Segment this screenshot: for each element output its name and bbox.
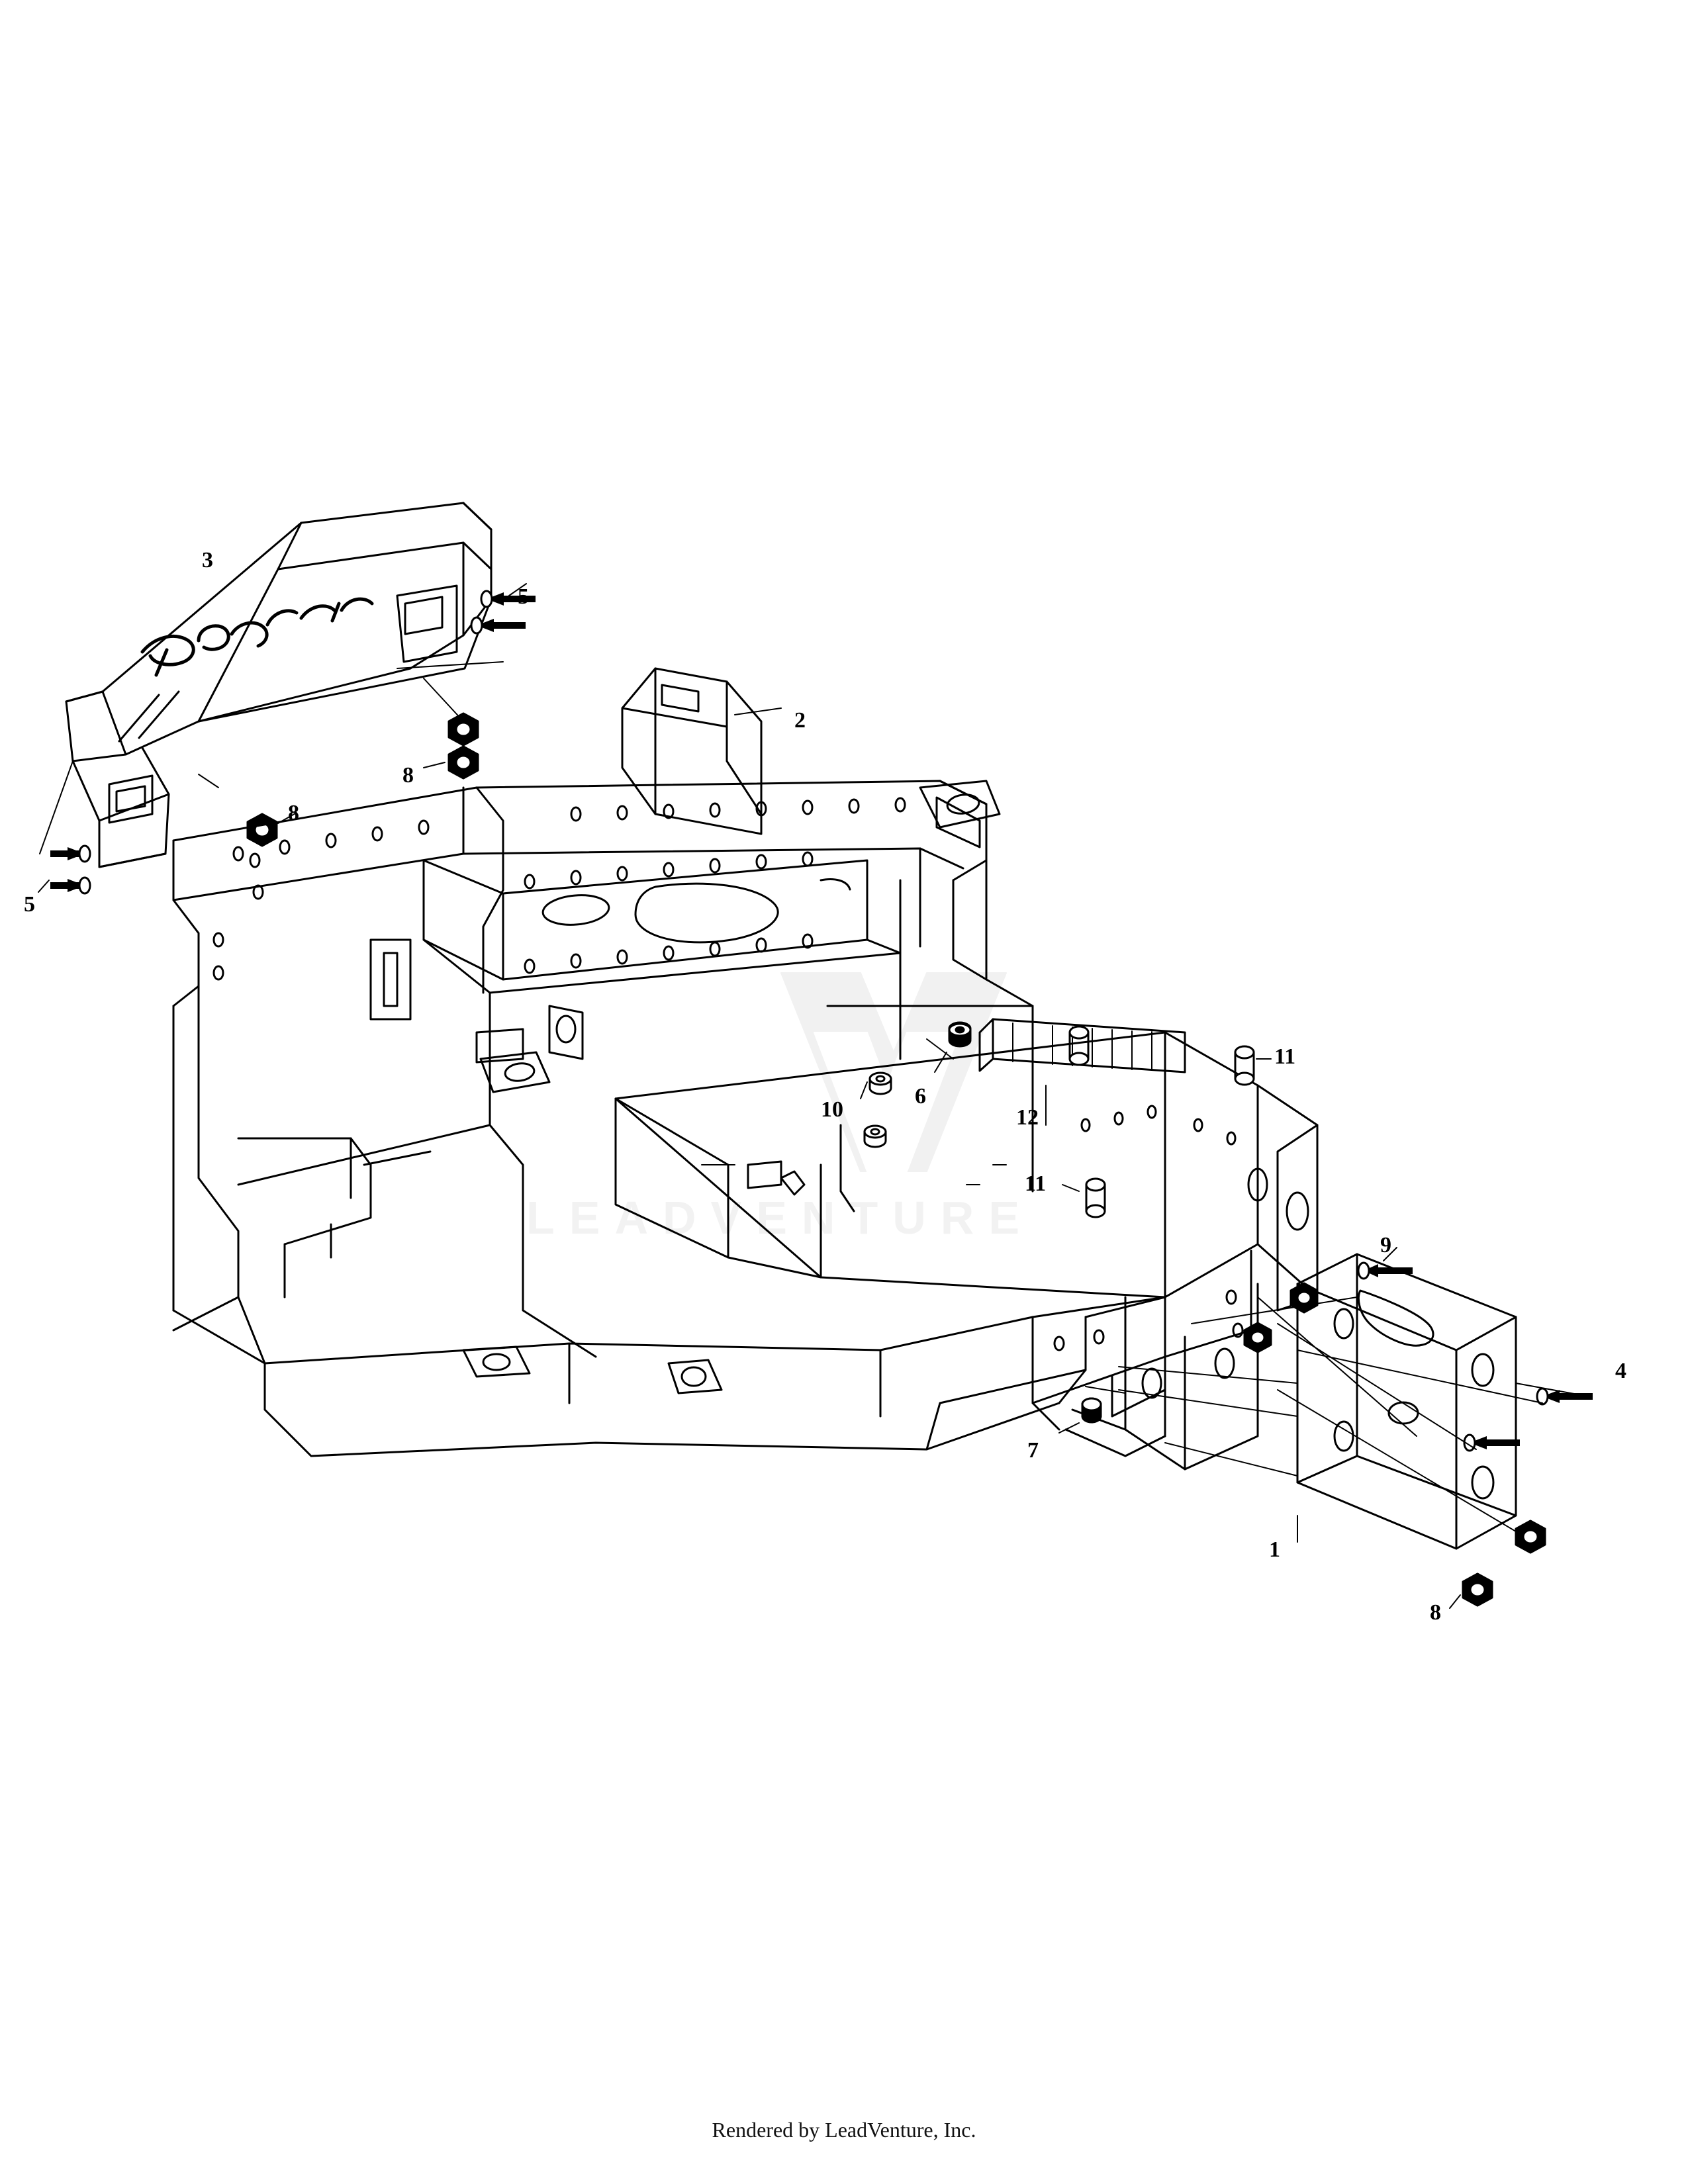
- part-2-bracket: [621, 667, 763, 835]
- callout-10: 10: [821, 1097, 843, 1122]
- nut-8-hood-right: [447, 712, 479, 780]
- callout-2: 2: [794, 708, 806, 733]
- callout-9: 9: [1380, 1233, 1391, 1257]
- part-12-rail-strip: [978, 1018, 1186, 1073]
- callout-8c: 8: [1430, 1600, 1441, 1625]
- diagram-svg: [38, 502, 1593, 1609]
- bolt-7: [1081, 1397, 1102, 1424]
- nut-8-right: [1462, 1520, 1546, 1607]
- frame-hole-rows: [212, 797, 1244, 1351]
- hood-brand-script: [140, 597, 374, 677]
- callout-11a: 11: [1274, 1044, 1296, 1069]
- nut-mid-right: [1243, 1282, 1319, 1353]
- fastener-6-bolt: [948, 1021, 972, 1048]
- callout-4: 4: [1615, 1359, 1626, 1383]
- callout-8b: 8: [288, 801, 299, 825]
- part-1-main-frame: [172, 780, 1319, 1471]
- callout-11b: 11: [1025, 1171, 1047, 1196]
- bolt-5-right: [470, 590, 536, 635]
- nut-8-hood-left: [246, 813, 278, 847]
- watermark-logo: [780, 972, 1007, 1172]
- callout-3: 3: [202, 548, 213, 572]
- part-4-rear-plate: [1296, 1253, 1517, 1550]
- callout-5b: 5: [24, 892, 35, 917]
- callout-6: 6: [915, 1084, 926, 1109]
- footer-credit: Rendered by LeadVenture, Inc.: [712, 2118, 976, 2142]
- fastener-11-screws: [1068, 1025, 1255, 1218]
- bolt-4: [1536, 1387, 1593, 1406]
- callout-1: 1: [1269, 1537, 1280, 1562]
- bolt-5-left: [50, 844, 91, 895]
- part-3-hood: [65, 502, 492, 868]
- callout-8a: 8: [402, 763, 414, 788]
- assembly-guide-lines: [39, 661, 1543, 1536]
- bolt-set-right: [1463, 1433, 1520, 1452]
- callout-12: 12: [1016, 1105, 1039, 1130]
- parts-diagram: LEADVENTURE: [24, 502, 1626, 1625]
- callout-5a: 5: [518, 584, 529, 609]
- fastener-10-washer: [863, 1071, 892, 1148]
- bolt-9: [1357, 1261, 1413, 1280]
- callout-7: 7: [1027, 1438, 1039, 1463]
